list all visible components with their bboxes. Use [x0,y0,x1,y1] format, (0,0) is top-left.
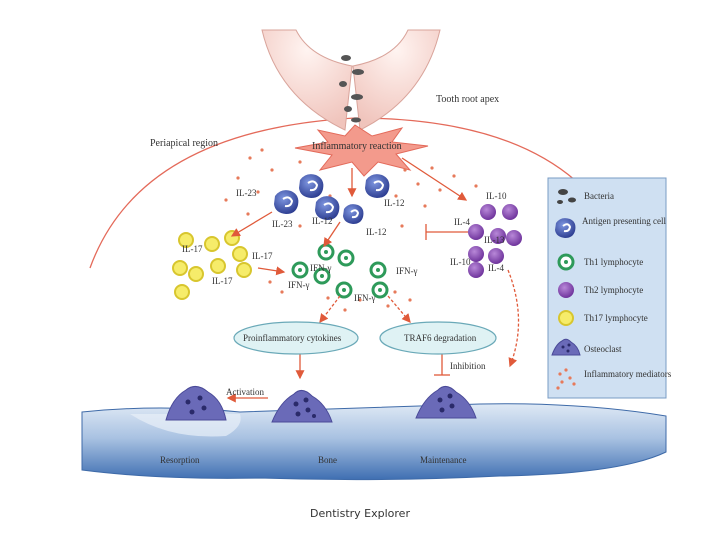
maintenance-label: Maintenance [420,455,466,465]
th1-icon [557,253,575,271]
il17-label-c: IL-17 [212,276,233,286]
ifn-label-a: IFN-γ [310,263,331,273]
apc-cluster [274,174,390,224]
legend-bacteria-label: Bacteria [584,191,614,201]
il17-label-b: IL-17 [252,251,273,261]
legend-th17-label: Th17 lymphocyte [584,313,648,323]
bacteria-icon [557,189,576,204]
il12-label-a: IL-12 [312,216,333,226]
legend: Bacteria Antigen presenting cell Th1 lym… [547,177,672,399]
ifn-label-c: IFN-γ [288,280,309,290]
tooth-root-apex-label: Tooth root apex [436,94,499,105]
ifn-label-b: IFN-γ [396,266,417,276]
activation-label: Activation [226,387,264,397]
resorption-label: Resorption [160,455,200,465]
inflammatory-reaction-label: Inflammatory reaction [312,141,402,152]
il17-label-a: IL-17 [182,244,203,254]
th17-cluster [172,230,252,300]
th2-cluster [468,204,522,278]
traf6-oval [379,321,497,355]
il10-label-b: IL-10 [450,257,471,267]
il13-label: IL-13 [484,235,505,245]
legend-th2-label: Th2 lymphocyte [584,285,643,295]
il23-label-a: IL-23 [236,188,257,198]
il4-label-b: IL-4 [488,263,504,273]
periapical-region-label: Periapical region [150,138,218,149]
legend-th1-label: Th1 lymphocyte [584,257,643,267]
legend-osteoclast-label: Osteoclast [584,344,622,354]
ifn-label-d: IFN-γ [354,293,375,303]
il23-label-b: IL-23 [272,219,293,229]
traf6-label: TRAF6 degradation [404,333,477,343]
mediators-icon [556,368,576,390]
il12-label-c: IL-12 [366,227,387,237]
legend-mediators-label: Inflammatory mediators [584,369,672,379]
proinflammatory-oval [233,321,359,355]
il12-label-b: IL-12 [384,198,405,208]
il10-label-a: IL-10 [486,191,507,201]
footer-credit: Dentistry Explorer [310,507,410,520]
tooth-root-icon [261,29,441,131]
proinflammatory-label: Proinflammatory cytokines [243,333,342,343]
inhibition-label: Inhibition [450,361,486,371]
bone-label: Bone [318,455,337,465]
inflammatory-burst-icon [294,124,429,177]
osteoclast-group [165,386,477,423]
legend-apc-label: Antigen presenting cell [582,216,666,226]
th17-icon [558,310,574,326]
osteoclast-icon [551,338,581,356]
apc-icon [555,218,576,238]
th2-icon [558,282,574,298]
il4-label-a: IL-4 [454,217,470,227]
